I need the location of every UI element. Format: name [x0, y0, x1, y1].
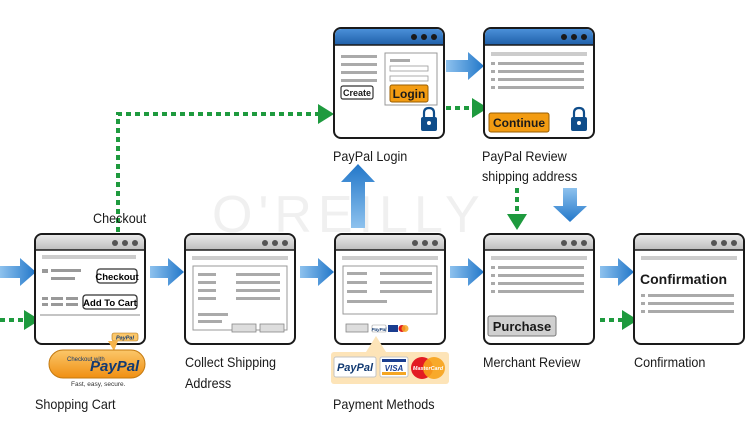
- login-email-field[interactable]: [389, 65, 429, 72]
- login-button[interactable]: [389, 84, 429, 103]
- collect-shipping-label-line1: Collect Shipping: [185, 354, 277, 370]
- collect-shipping-label-line2: Address: [185, 375, 232, 391]
- confirmation-window: Confirmation: [633, 233, 745, 345]
- continue-button-label: Continue: [493, 116, 545, 130]
- blue-arrow-merchant-to-confirm: [600, 258, 634, 286]
- paypal-login-window: Create Login: [333, 27, 445, 139]
- promo-tagline: Fast, easy, secure.: [71, 381, 126, 388]
- cart-badge-text: PayPal: [116, 336, 135, 342]
- shopping-cart-window: Checkout Add To Cart PayPal: [34, 233, 146, 345]
- paypal-checkout-promo: Checkout with PayPal Fast, easy, secure.: [48, 341, 146, 388]
- blue-flow-arrows: [0, 52, 634, 286]
- paypal-checkout-pill-button[interactable]: [48, 349, 146, 379]
- confirmation-heading: Confirmation: [640, 271, 727, 287]
- paypal-mini-option[interactable]: [371, 324, 387, 333]
- continue-button[interactable]: [488, 112, 550, 133]
- payment-methods-window: PayPal: [334, 233, 446, 345]
- visa-mini-option[interactable]: [388, 325, 398, 332]
- lock-icon: [421, 106, 437, 131]
- confirmation-label: Confirmation: [634, 354, 706, 370]
- green-arrowhead-merchant: [507, 214, 527, 230]
- create-button-label: Create: [343, 88, 371, 98]
- paypal-review-window: Continue: [483, 27, 595, 139]
- green-arrowhead-cart: [24, 310, 40, 330]
- paypal-card-logo-text: PayPal: [337, 362, 374, 374]
- mastercard-card-logo-text: MasterCard: [413, 366, 444, 372]
- checkout-button[interactable]: [96, 268, 138, 284]
- checkout-button-label: Checkout: [95, 272, 139, 283]
- visa-card-logo-text: VISA: [385, 364, 404, 373]
- lock-icon: [571, 106, 587, 131]
- purchase-button[interactable]: [487, 315, 557, 337]
- blue-arrow-into-review: [446, 52, 484, 80]
- login-button-label: Login: [393, 87, 426, 101]
- paypal-checkout-mini-badge[interactable]: [111, 332, 139, 342]
- paypal-review-label-line2: shipping address: [482, 168, 578, 184]
- blue-arrow-payment-to-merchant: [450, 258, 484, 286]
- checkout-dashed-path: [116, 112, 318, 232]
- payment-button[interactable]: [345, 323, 369, 333]
- merchant-review-label: Merchant Review: [483, 354, 581, 370]
- blue-arrow-cart-to-shipping: [150, 258, 184, 286]
- mastercard-card-logo[interactable]: MasterCard: [411, 357, 445, 379]
- purchase-button-label: Purchase: [493, 319, 552, 334]
- shipping-button-2[interactable]: [259, 323, 285, 333]
- green-dashed-flow: [0, 106, 622, 322]
- blue-arrow-payment-to-login: [341, 164, 375, 228]
- green-arrowheads: [24, 98, 638, 330]
- promo-brand-text: PayPal: [90, 358, 140, 375]
- green-arrowhead-confirm: [622, 310, 638, 330]
- merchant-review-window: Purchase: [483, 233, 595, 345]
- shopping-cart-label: Shopping Cart: [35, 396, 116, 412]
- payment-methods-label: Payment Methods: [333, 396, 435, 412]
- login-password-field[interactable]: [389, 75, 429, 82]
- add-to-cart-button[interactable]: [82, 294, 138, 310]
- promo-small-text: Checkout with: [67, 357, 105, 363]
- add-to-cart-button-label: Add To Cart: [83, 298, 137, 309]
- payment-card-logos: PayPal VISA MasterCard: [331, 336, 449, 384]
- shipping-button-1[interactable]: [231, 323, 257, 333]
- payment-badge-text: PayPal: [372, 327, 388, 332]
- green-arrowhead-login: [318, 104, 334, 124]
- green-arrowhead-review: [472, 98, 488, 118]
- collect-shipping-window: [184, 233, 296, 345]
- blue-arrow-shipping-to-payment: [300, 258, 334, 286]
- paypal-review-label-line1: PayPal Review: [482, 148, 567, 164]
- blue-arrow-into-cart: [0, 258, 36, 286]
- checkout-flow-label: Checkout: [93, 210, 147, 226]
- paypal-card-logo[interactable]: [333, 356, 377, 378]
- create-button[interactable]: [340, 85, 374, 100]
- blue-arrow-review-to-merchant: [553, 188, 587, 222]
- paypal-login-label: PayPal Login: [333, 148, 408, 164]
